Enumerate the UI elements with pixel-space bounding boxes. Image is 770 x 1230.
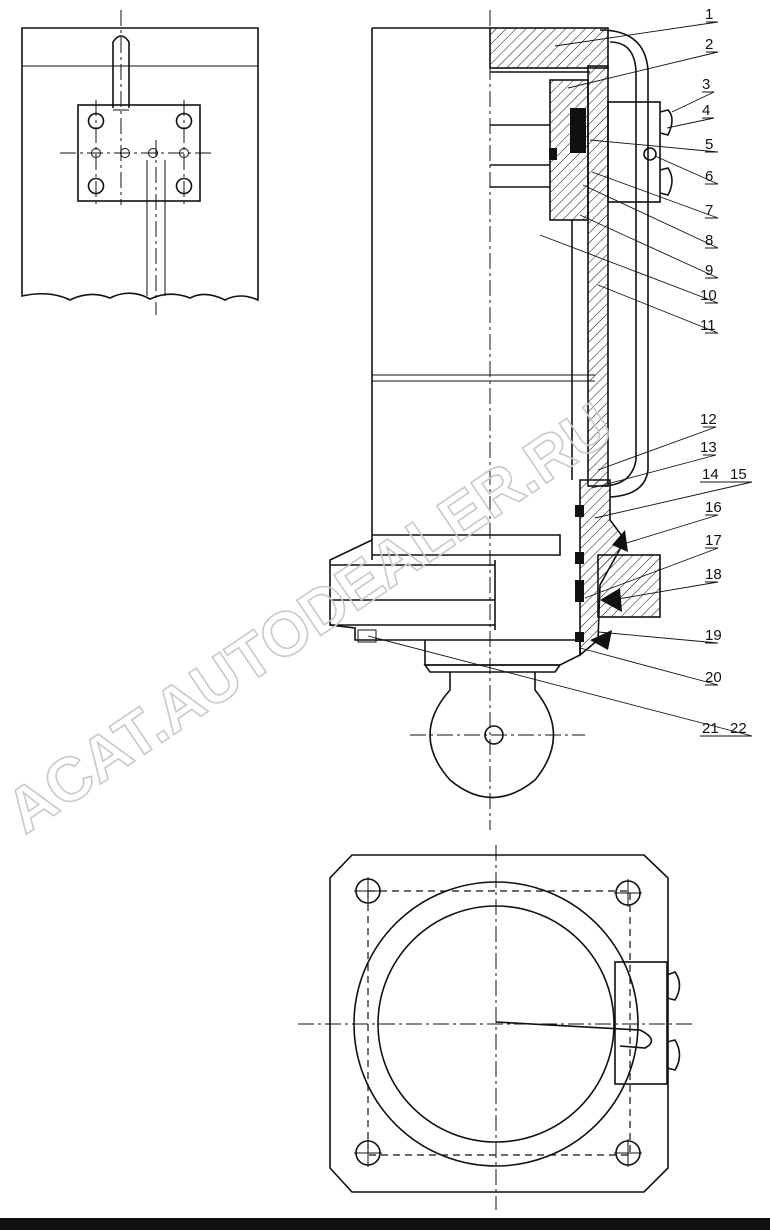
leader-lines <box>367 21 753 737</box>
bottom-border <box>0 1218 770 1230</box>
callout-9: 9 <box>705 262 713 279</box>
watermark-text: ACAT.AUTODEALER.RU <box>0 390 625 847</box>
callout-7: 7 <box>705 202 713 219</box>
callout-5: 5 <box>705 136 713 153</box>
callout-18: 18 <box>705 566 722 583</box>
callout-13: 13 <box>700 439 717 456</box>
callout-19: 19 <box>705 627 722 644</box>
callout-17: 17 <box>705 532 722 549</box>
callout-8: 8 <box>705 232 713 249</box>
callout-22: 22 <box>730 720 747 737</box>
callout-numbers: 1 2 3 4 5 6 7 8 9 10 11 12 13 14 15 16 1… <box>700 6 747 737</box>
callout-15: 15 <box>730 466 747 483</box>
callout-11: 11 <box>700 317 716 334</box>
cylinder-plan-view <box>298 845 695 1210</box>
callout-4: 4 <box>702 102 710 119</box>
detail-view <box>21 10 259 315</box>
callout-2: 2 <box>705 36 713 53</box>
cylinder-side-view <box>329 10 673 830</box>
callout-10: 10 <box>700 287 717 304</box>
callout-14: 14 <box>702 466 719 483</box>
callout-12: 12 <box>700 411 717 428</box>
callout-1: 1 <box>705 6 713 23</box>
callout-3: 3 <box>702 76 710 93</box>
callout-20: 20 <box>705 669 722 686</box>
callout-21: 21 <box>702 720 719 737</box>
callout-16: 16 <box>705 499 722 516</box>
callout-6: 6 <box>705 168 713 185</box>
